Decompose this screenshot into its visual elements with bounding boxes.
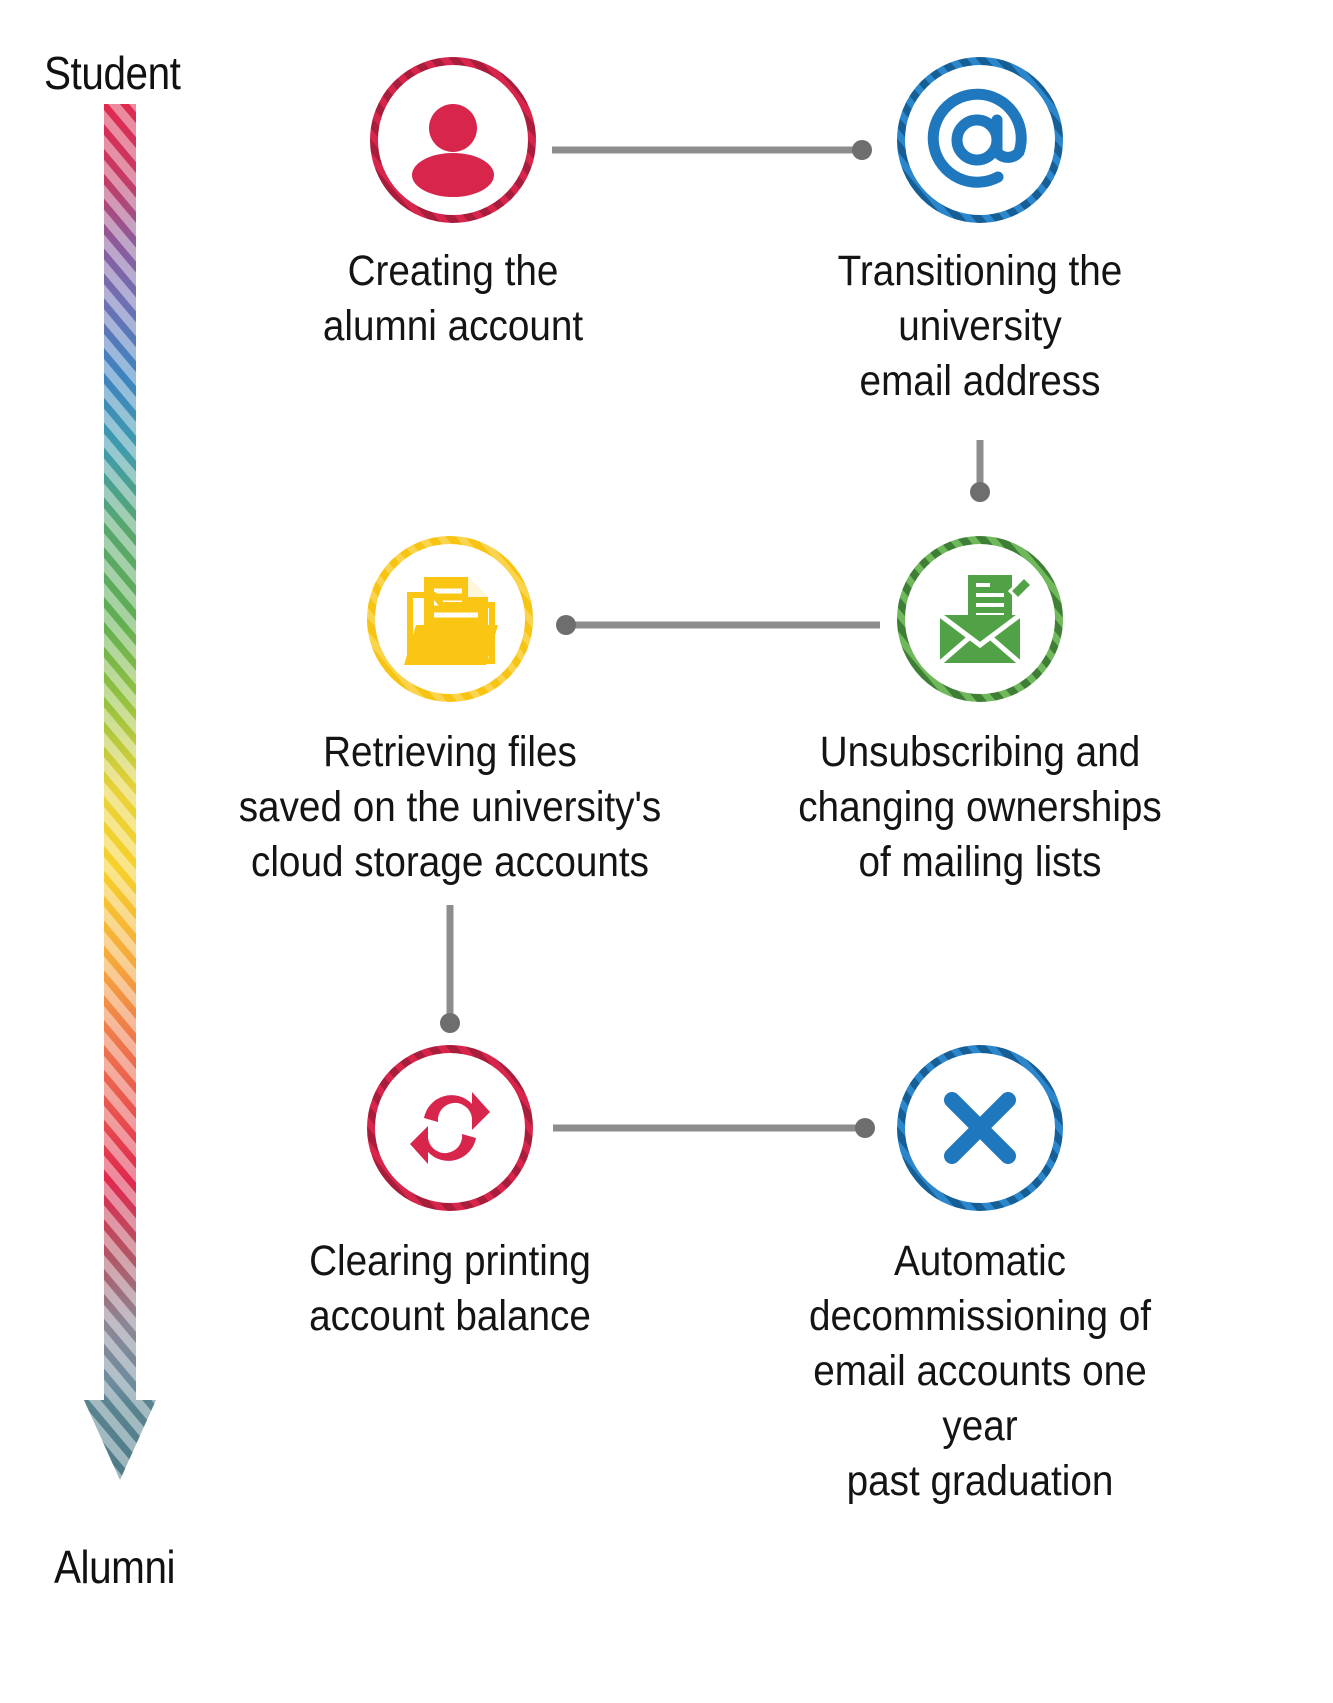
caption-line: Unsubscribing and [819,728,1141,776]
caption-line: Retrieving files [323,728,577,776]
caption-line: university [898,302,1062,351]
at-sign-icon [927,88,1027,188]
folder-documents-icon [404,577,498,665]
person-icon [412,104,494,197]
caption-line: Automatic [893,1237,1067,1285]
caption-line: decommissioning of [808,1292,1151,1341]
x-close-icon [944,1092,1016,1164]
caption-line: Creating the [347,247,559,295]
refresh-cycle-icon [410,1092,490,1164]
caption-line: email accounts one year [813,1347,1147,1451]
caption-transitioning-email: Transitioning the university email addre… [822,244,1139,409]
caption-retrieving-files: Retrieving files saved on the university… [224,725,676,890]
caption-line: email address [859,357,1101,406]
caption-creating-alumni-account: Creating the alumni account [277,244,630,354]
caption-line: past graduation [846,1457,1114,1506]
student-to-alumni-arrow [84,104,156,1480]
caption-line: alumni account [322,302,584,351]
icon-circle-person[interactable] [367,54,539,226]
caption-automatic-decommissioning: Automatic decommissioning of email accou… [777,1234,1184,1509]
icon-circle-envelope[interactable] [894,533,1066,705]
caption-line: changing ownerships [798,783,1162,832]
caption-unsubscribing-mailing-lists: Unsubscribing and changing ownerships of… [786,725,1175,890]
icon-circle-refresh[interactable] [364,1042,536,1214]
connector-clearing-to-decommissioning [553,1118,875,1138]
caption-line: Transitioning the [837,247,1123,295]
icon-circle-at-sign[interactable] [894,54,1066,226]
caption-line: account balance [309,1292,591,1341]
icon-circle-folder[interactable] [364,533,536,705]
connector-transitioning-to-unsubscribing [970,440,990,502]
caption-line: Clearing printing [309,1237,591,1285]
caption-line: cloud storage accounts [250,838,649,887]
connector-retrieving-to-unsubscribing [556,615,880,635]
caption-clearing-printing-balance: Clearing printing account balance [274,1234,627,1344]
envelope-edit-icon [938,574,1035,665]
caption-line: of mailing lists [858,838,1102,887]
caption-line: saved on the university's [238,783,662,832]
timeline-start-label: Student [44,47,181,99]
icon-circle-x-close[interactable] [894,1042,1066,1214]
connector-retrieving-to-clearing [440,905,460,1033]
timeline-end-label: Alumni [54,1541,176,1593]
connector-creating-to-transitioning [552,140,872,160]
